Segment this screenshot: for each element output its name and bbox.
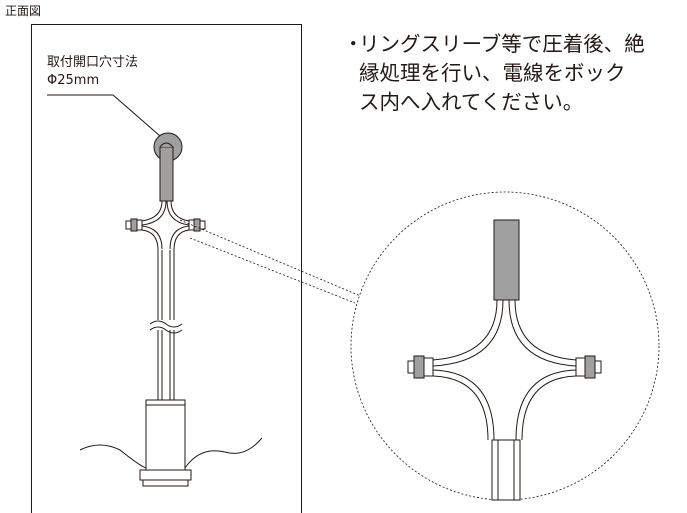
small-sleeve-left	[125, 218, 143, 232]
junction-box	[139, 399, 192, 487]
detail-splice-wires	[432, 299, 577, 441]
instruction-note: ・ リングスリーブ等で圧着後、絶 縁処理を行い、電線をボック ス内へ入れてくださ…	[343, 30, 683, 117]
detail-leader-lines	[179, 219, 371, 304]
hole-size-label: 取付開口穴寸法 Φ25mm	[47, 54, 138, 90]
detail-sleeve-right	[575, 355, 602, 379]
hole-size-label-text: 取付開口穴寸法	[47, 55, 139, 70]
small-splice	[141, 200, 190, 251]
cable-break-mark	[149, 320, 183, 334]
view-title: 正面図	[5, 4, 42, 18]
detail-lower-cable	[491, 439, 521, 501]
note-bullet: ・	[343, 32, 364, 56]
note-line-1: リングスリーブ等で圧着後、絶	[359, 32, 645, 56]
detail-gray-sleeve	[493, 219, 520, 301]
hole-size-value: Φ25mm	[47, 73, 100, 88]
front-view-panel	[31, 24, 302, 513]
ceiling-line	[79, 437, 263, 469]
note-line-3: ス内へ入れてください。	[359, 90, 584, 114]
detail-sleeve-left	[407, 355, 434, 379]
note-line-2: 縁処理を行い、電線をボック	[359, 61, 626, 85]
upper-cable	[159, 142, 174, 202]
hole-leader-line	[47, 94, 161, 137]
